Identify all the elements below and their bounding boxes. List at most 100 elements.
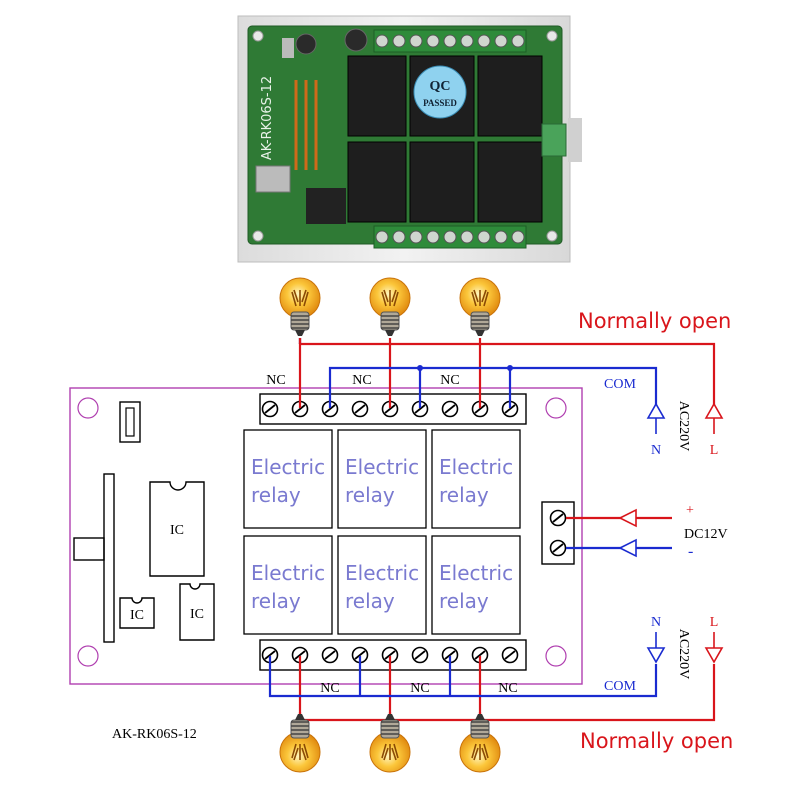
neutral-wires <box>268 338 672 698</box>
nc-label-bottom-2: NC <box>410 681 429 696</box>
photo-terminal-screw <box>477 230 491 244</box>
bulb-top-2 <box>369 277 411 337</box>
ic-main-label: IC <box>170 523 184 538</box>
ic-small-1: IC <box>119 597 155 629</box>
arrow-n-top <box>646 402 666 434</box>
dc-plus-label: + <box>686 503 694 518</box>
ic-small-2: IC <box>179 583 215 641</box>
relay-box: Electric relay <box>243 429 333 529</box>
nc-label-top-3: NC <box>440 373 459 388</box>
photo-terminal-screw <box>392 230 406 244</box>
com-label-bottom: COM <box>604 679 636 694</box>
relay-box: Electric relay <box>337 429 427 529</box>
board-print-text: AK-RK06S-12 <box>260 76 275 160</box>
photo-terminal-screw <box>443 230 457 244</box>
relay-box: Electric relay <box>243 535 333 635</box>
sticker-text-passed: PASSED <box>423 98 457 108</box>
arrow-l-top <box>704 402 724 434</box>
fuse <box>119 401 141 443</box>
terminal-screw <box>351 400 369 418</box>
case-side-tab <box>568 118 582 162</box>
relay-grid: ElectricrelayElectricrelayElectricrelayE… <box>243 429 521 635</box>
relay-label-line2: relay <box>439 483 489 507</box>
antenna-coil <box>294 80 318 170</box>
photo-terminal-screw <box>443 34 457 48</box>
photo-terminal-screw <box>426 230 440 244</box>
photo-terminal-screw <box>477 34 491 48</box>
photo-terminal-screw <box>460 34 474 48</box>
relay-label-line1: Electric <box>251 455 325 479</box>
crystal <box>255 165 291 193</box>
arrow-n-bottom <box>646 632 666 664</box>
terminal-screw <box>321 646 339 664</box>
terminal-screw <box>261 400 279 418</box>
arrow-l-bottom <box>704 632 724 664</box>
terminal-screw <box>501 646 519 664</box>
photo-terminal-screw <box>511 34 525 48</box>
relay-box: Electric relay <box>431 429 521 529</box>
relay-label-line2: relay <box>345 589 395 613</box>
relay-label-line2: relay <box>251 589 301 613</box>
relay-label-line1: Electric <box>345 455 419 479</box>
nc-label-bottom-1: NC <box>320 681 339 696</box>
qc-passed-sticker: QC PASSED <box>413 65 467 119</box>
dc-minus-screw <box>549 539 567 557</box>
relay-box: Electric relay <box>337 535 427 635</box>
relay-box: Electric relay <box>431 535 521 635</box>
bulb-top-3 <box>459 277 501 337</box>
green-connector <box>541 123 567 157</box>
mounting-hole <box>545 645 567 667</box>
sticker-text-qc: QC <box>430 79 451 94</box>
nc-label-top-1: NC <box>266 373 285 388</box>
relay-label-line2: relay <box>345 483 395 507</box>
nc-label-bottom-3: NC <box>498 681 517 696</box>
relay-label-line2: relay <box>439 589 489 613</box>
bulb-top-1 <box>279 277 321 337</box>
chip <box>306 188 346 224</box>
arrow-dc-minus <box>618 538 672 558</box>
n-label-bottom: N <box>651 615 661 630</box>
ac-label-top: AC220V <box>676 401 691 452</box>
ic-main: IC <box>149 481 205 577</box>
terminal-screw <box>411 646 429 664</box>
mounting-hole <box>77 645 99 667</box>
relay-label-line1: Electric <box>345 561 419 585</box>
bulb-bottom-3 <box>459 713 501 773</box>
ac-label-bottom: AC220V <box>676 629 691 680</box>
model-label: AK-RK06S-12 <box>112 727 197 742</box>
dc-voltage-label: DC12V <box>684 527 728 542</box>
mounting-hole <box>545 397 567 419</box>
dc-minus-label: - <box>688 543 693 560</box>
photo-terminal-screw <box>426 34 440 48</box>
photo-terminal-screw <box>460 230 474 244</box>
pcb-mounting-holes <box>252 30 558 242</box>
relay-label-line2: relay <box>251 483 301 507</box>
module-photo: QC PASSED AK-RK06S-12 <box>237 15 582 263</box>
l-label-top: L <box>710 443 719 458</box>
photo-terminal-screw <box>511 230 525 244</box>
top-terminal-screws <box>375 34 525 48</box>
photo-terminal-screw <box>494 230 508 244</box>
photo-terminal-screw <box>409 34 423 48</box>
capacitors <box>282 28 368 58</box>
photo-terminal-screw <box>375 34 389 48</box>
ic-small-1-label: IC <box>130 608 144 623</box>
photo-terminal-screw <box>392 34 406 48</box>
bulb-bottom-2 <box>369 713 411 773</box>
photo-terminal-screw <box>494 34 508 48</box>
photo-terminal-screw <box>375 230 389 244</box>
nc-label-top-2: NC <box>352 373 371 388</box>
antenna-element <box>73 473 115 643</box>
relay-label-line1: Electric <box>439 561 513 585</box>
dc-plus-screw <box>549 509 567 527</box>
wire-junctions <box>417 365 513 371</box>
n-label-top: N <box>651 443 661 458</box>
com-label-top: COM <box>604 377 636 392</box>
normally-open-label-top: Normally open <box>578 309 731 333</box>
relay-label-line1: Electric <box>439 455 513 479</box>
arrow-dc-plus <box>618 508 672 528</box>
normally-open-label-bottom: Normally open <box>580 729 733 753</box>
relay-label-line1: Electric <box>251 561 325 585</box>
bottom-terminal-screws <box>375 230 525 244</box>
